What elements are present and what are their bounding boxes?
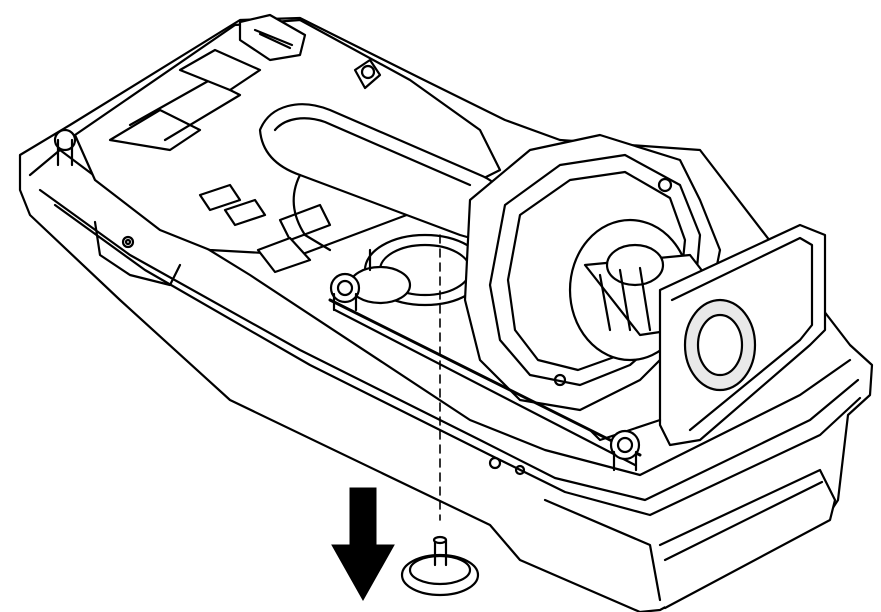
sunshield <box>588 223 827 447</box>
down-arrow-icon <box>331 487 395 602</box>
rubber-plug <box>400 535 480 597</box>
rail-knobs <box>328 272 642 472</box>
